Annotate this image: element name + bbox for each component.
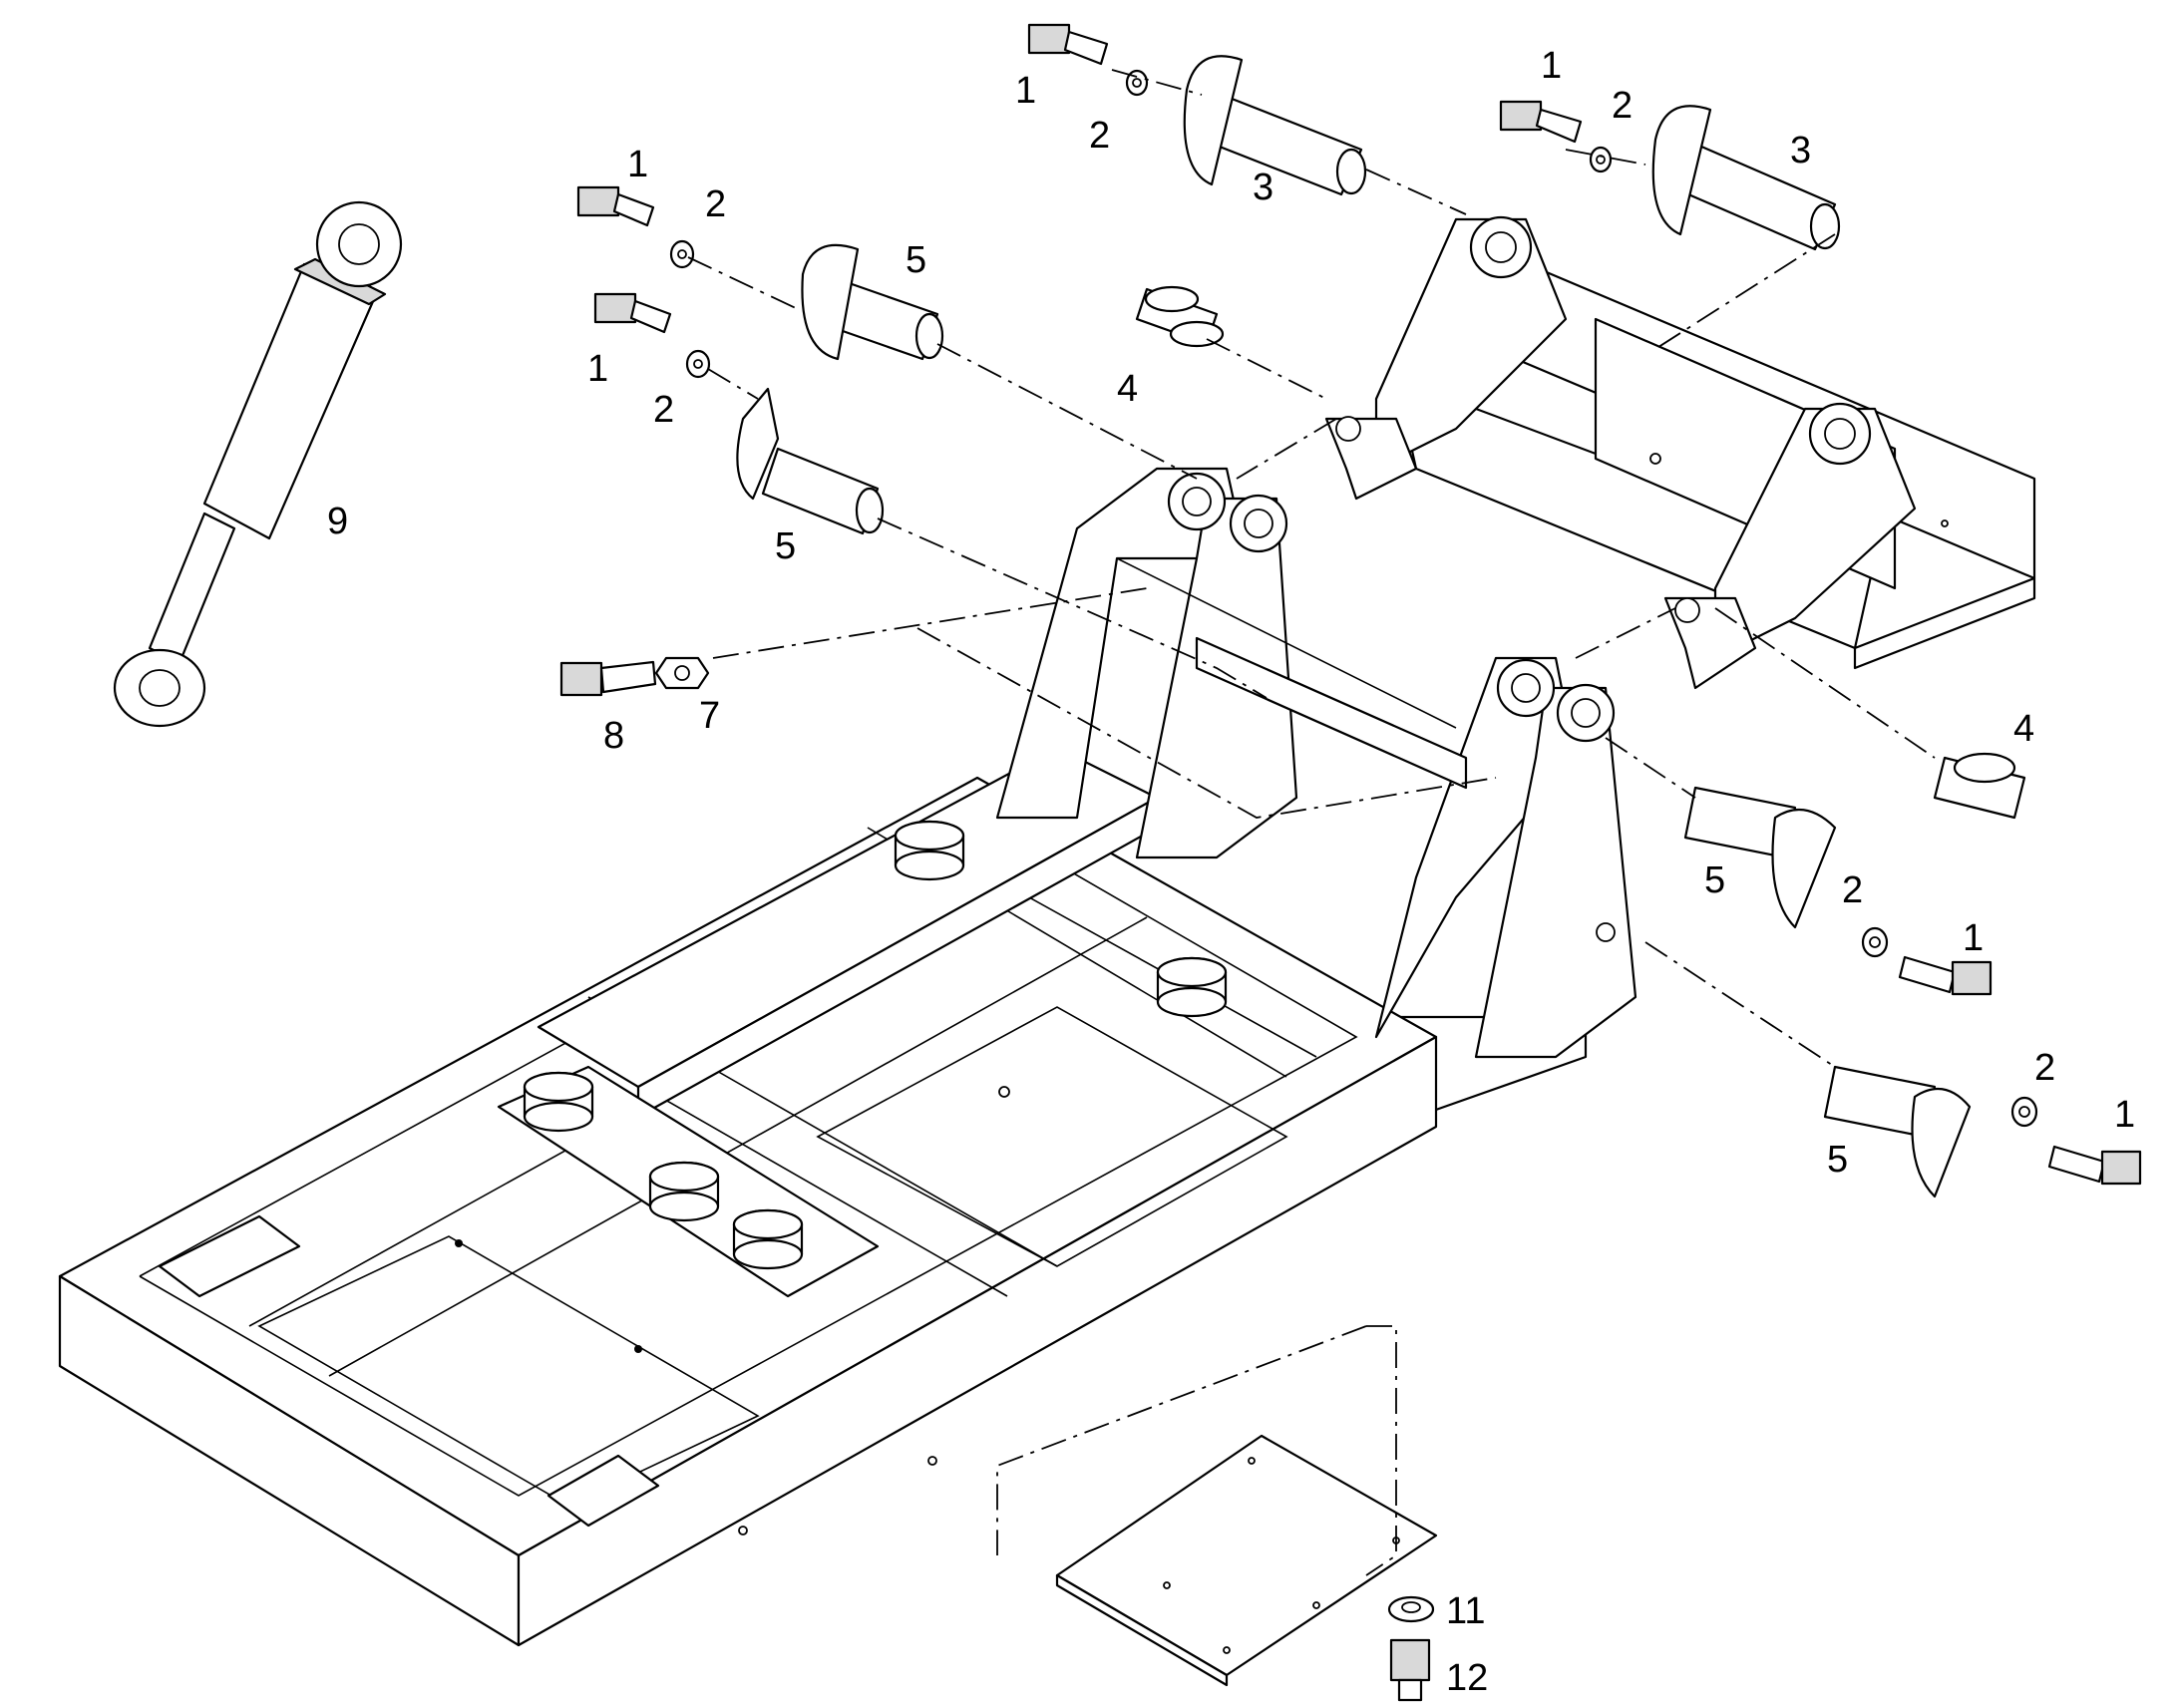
callout-label: 1 [1541, 45, 1562, 87]
callout-label: 1 [1015, 70, 1036, 112]
callout-label: 2 [653, 389, 674, 431]
base-frame [58, 746, 1588, 1647]
callout-label: 2 [1089, 115, 1110, 157]
callout-label: 5 [906, 239, 926, 281]
leader-lines [687, 69, 1936, 1576]
pin-5 [1683, 786, 1993, 996]
pin-5 [1823, 1065, 2142, 1198]
callout-label: 1 [587, 348, 608, 390]
callout-label: 2 [705, 183, 726, 225]
rubber-mount [1156, 956, 1228, 1018]
bolt-12 [1389, 1638, 1431, 1702]
callout-label: 7 [699, 695, 720, 737]
pin-5 [593, 292, 885, 535]
callout-label: 5 [775, 525, 796, 567]
upright-arms [995, 467, 1637, 1059]
cover-plate [1055, 1434, 1438, 1687]
pin-3 [1027, 23, 1367, 196]
rubber-mount [523, 1071, 594, 1133]
bushing-4 [1135, 285, 1225, 348]
rubber-mount [732, 1208, 804, 1270]
callout-label: 9 [327, 501, 348, 542]
callout-label: 2 [1842, 869, 1863, 911]
top-carriage [1324, 215, 2036, 690]
callout-labels: 1 2 3 1 2 3 1 2 5 1 2 5 4 9 8 7 4 5 2 1 … [327, 45, 2135, 1699]
callout-label: 3 [1253, 167, 1273, 208]
callout-label: 3 [1790, 130, 1811, 171]
callout-label: 12 [1446, 1657, 1488, 1699]
callout-label: 5 [1704, 859, 1725, 901]
pin-3 [1499, 100, 1841, 251]
callout-label: 1 [2114, 1094, 2135, 1136]
rubber-mount [894, 820, 965, 881]
pin-5 [576, 185, 944, 361]
callout-label: 2 [1612, 85, 1633, 127]
callout-label: 1 [627, 144, 648, 185]
hydraulic-cylinder [113, 200, 403, 728]
callout-label: 4 [1117, 368, 1138, 410]
callout-label: 4 [2013, 708, 2034, 750]
callout-label: 2 [2034, 1047, 2055, 1089]
callout-label: 5 [1827, 1139, 1848, 1181]
callout-label: 1 [1963, 917, 1984, 959]
rubber-mount [648, 1161, 720, 1222]
callout-label: 11 [1446, 1590, 1485, 1632]
nut-11 [1387, 1595, 1435, 1623]
bolt-8-nut-7 [559, 656, 710, 697]
callout-label: 8 [603, 715, 624, 757]
bushing-4 [1933, 752, 2026, 820]
